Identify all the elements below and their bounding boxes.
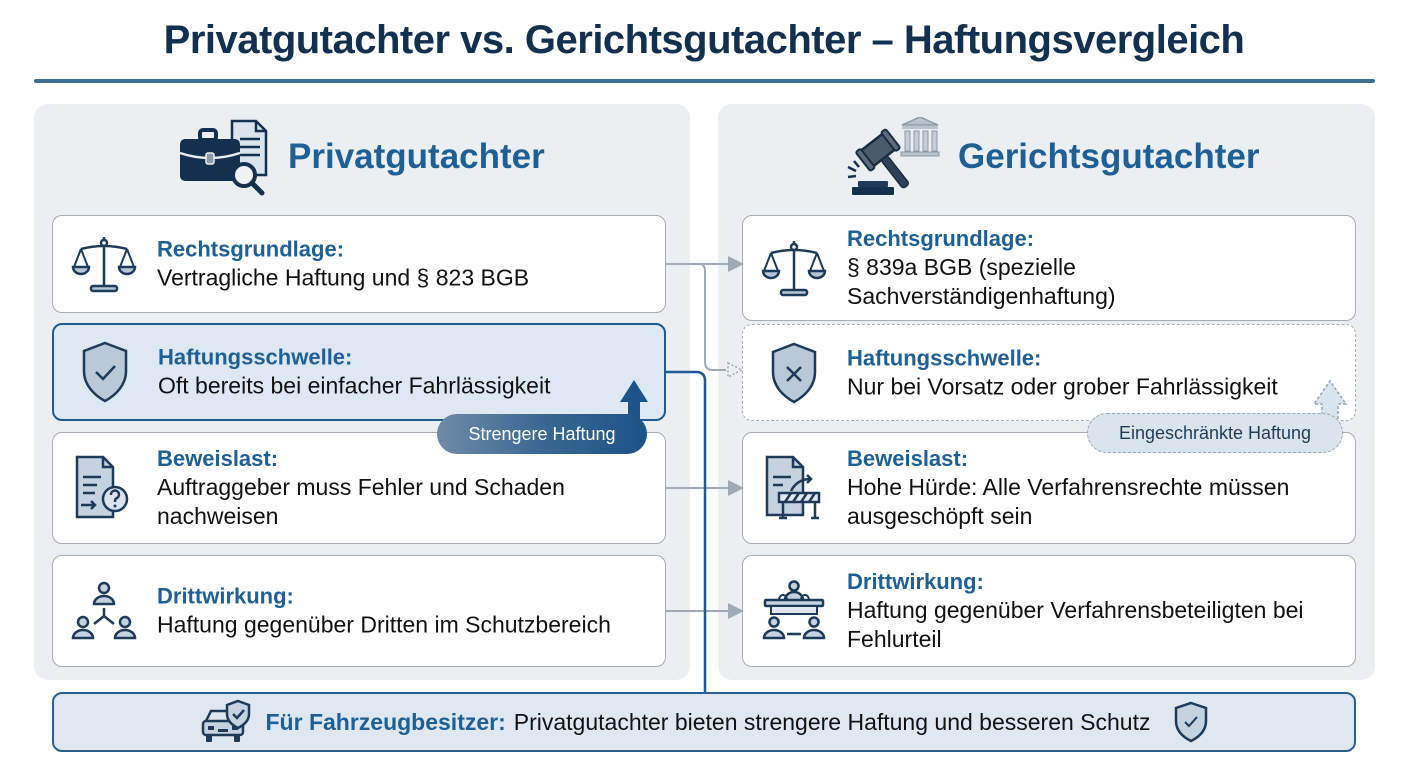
shield-check-icon xyxy=(82,341,128,403)
document-barrier-icon xyxy=(765,455,821,520)
briefcase-document-magnifier-icon xyxy=(179,119,268,195)
card-value: § 839a BGB (spezielle Sachverständigenha… xyxy=(847,254,1116,309)
card-label: Drittwirkung: xyxy=(157,583,294,609)
card-label: Haftungsschwelle: xyxy=(158,344,353,370)
privatgutachter-heading: Privatgutachter xyxy=(288,136,545,176)
court-bench-icon xyxy=(762,580,826,640)
card-value: Auftraggeber muss Fehler und Schaden nac… xyxy=(157,474,565,529)
car-shield-icon xyxy=(201,699,250,742)
card-text: Haftungsschwelle: Oft bereits bei einfac… xyxy=(158,344,650,401)
card-label: Drittwirkung: xyxy=(847,569,984,594)
document-question-icon xyxy=(75,455,129,519)
card-value: Vertragliche Haftung und § 823 BGB xyxy=(157,264,530,291)
card-label: Beweislast: xyxy=(847,446,969,471)
right-card-beweislast: Beweislast: Hohe Hürde: Alle Verfahrensr… xyxy=(742,432,1356,544)
card-value: Haftung gegenüber Verfahrensbeteiligten … xyxy=(847,597,1304,652)
card-text: Haftungsschwelle: Nur bei Vorsatz oder g… xyxy=(847,344,1341,401)
card-value: Nur bei Vorsatz oder grober Fahrlässigke… xyxy=(847,373,1278,399)
card-text: Beweislast: Auftraggeber muss Fehler und… xyxy=(157,445,651,531)
strengere-haftung-badge: Strengere Haftung xyxy=(437,414,647,454)
card-text: Drittwirkung: Haftung gegenüber Dritten … xyxy=(157,583,651,640)
right-card-haftungsschwelle: Haftungsschwelle: Nur bei Vorsatz oder g… xyxy=(742,324,1356,421)
card-text: Beweislast: Hohe Hürde: Alle Verfahrensr… xyxy=(847,445,1341,531)
card-text: Rechtsgrundlage: § 839a BGB (spezielle S… xyxy=(847,225,1341,311)
right-card-rechtsgrundlage: Rechtsgrundlage: § 839a BGB (spezielle S… xyxy=(742,215,1356,321)
left-card-haftungsschwelle: Haftungsschwelle: Oft bereits bei einfac… xyxy=(52,323,666,421)
card-value: Oft bereits bei einfacher Fahrlässigkeit xyxy=(158,372,551,399)
left-card-rechtsgrundlage: Rechtsgrundlage: Vertragliche Haftung un… xyxy=(52,215,666,313)
gerichtsgutachter-header: Gerichtsgutachter xyxy=(844,114,1259,199)
card-value: Haftung gegenüber Dritten im Schutzberei… xyxy=(157,611,611,638)
conclusion-label: Für Fahrzeugbesitzer: xyxy=(265,708,506,735)
left-card-beweislast: Beweislast: Auftraggeber muss Fehler und… xyxy=(52,432,666,544)
card-text: Drittwirkung: Haftung gegenüber Verfahre… xyxy=(847,568,1341,654)
conclusion-text: Privatgutachter bieten strengere Haftung… xyxy=(513,708,1151,735)
right-card-drittwirkung: Drittwirkung: Haftung gegenüber Verfahre… xyxy=(742,555,1356,667)
scales-icon xyxy=(761,241,827,297)
title-divider xyxy=(34,79,1375,83)
page-title: Privatgutachter vs. Gerichtsgutachter – … xyxy=(163,18,1245,62)
card-label: Beweislast: xyxy=(157,446,279,471)
card-label: Rechtsgrundlage: xyxy=(847,226,1035,251)
card-label: Haftungsschwelle: xyxy=(847,345,1042,370)
left-card-drittwirkung: Drittwirkung: Haftung gegenüber Dritten … xyxy=(52,555,666,667)
gerichtsgutachter-heading: Gerichtsgutachter xyxy=(958,136,1260,176)
gavel-courthouse-icon xyxy=(847,116,940,195)
conclusion-bar: Für Fahrzeugbesitzer: Privatgutachter bi… xyxy=(52,692,1356,752)
shield-x-icon xyxy=(771,342,817,403)
shield-check-icon xyxy=(1174,701,1207,743)
card-label: Rechtsgrundlage: xyxy=(157,236,345,262)
eingeschraenkte-haftung-badge: Eingeschränkte Haftung xyxy=(1087,413,1343,453)
people-network-icon xyxy=(71,581,137,640)
card-value: Hohe Hürde: Alle Verfahrensrechte müssen… xyxy=(847,474,1290,529)
privatgutachter-header: Privatgutachter xyxy=(178,114,545,199)
card-text: Rechtsgrundlage: Vertragliche Haftung un… xyxy=(157,236,651,293)
scales-icon xyxy=(71,237,137,293)
